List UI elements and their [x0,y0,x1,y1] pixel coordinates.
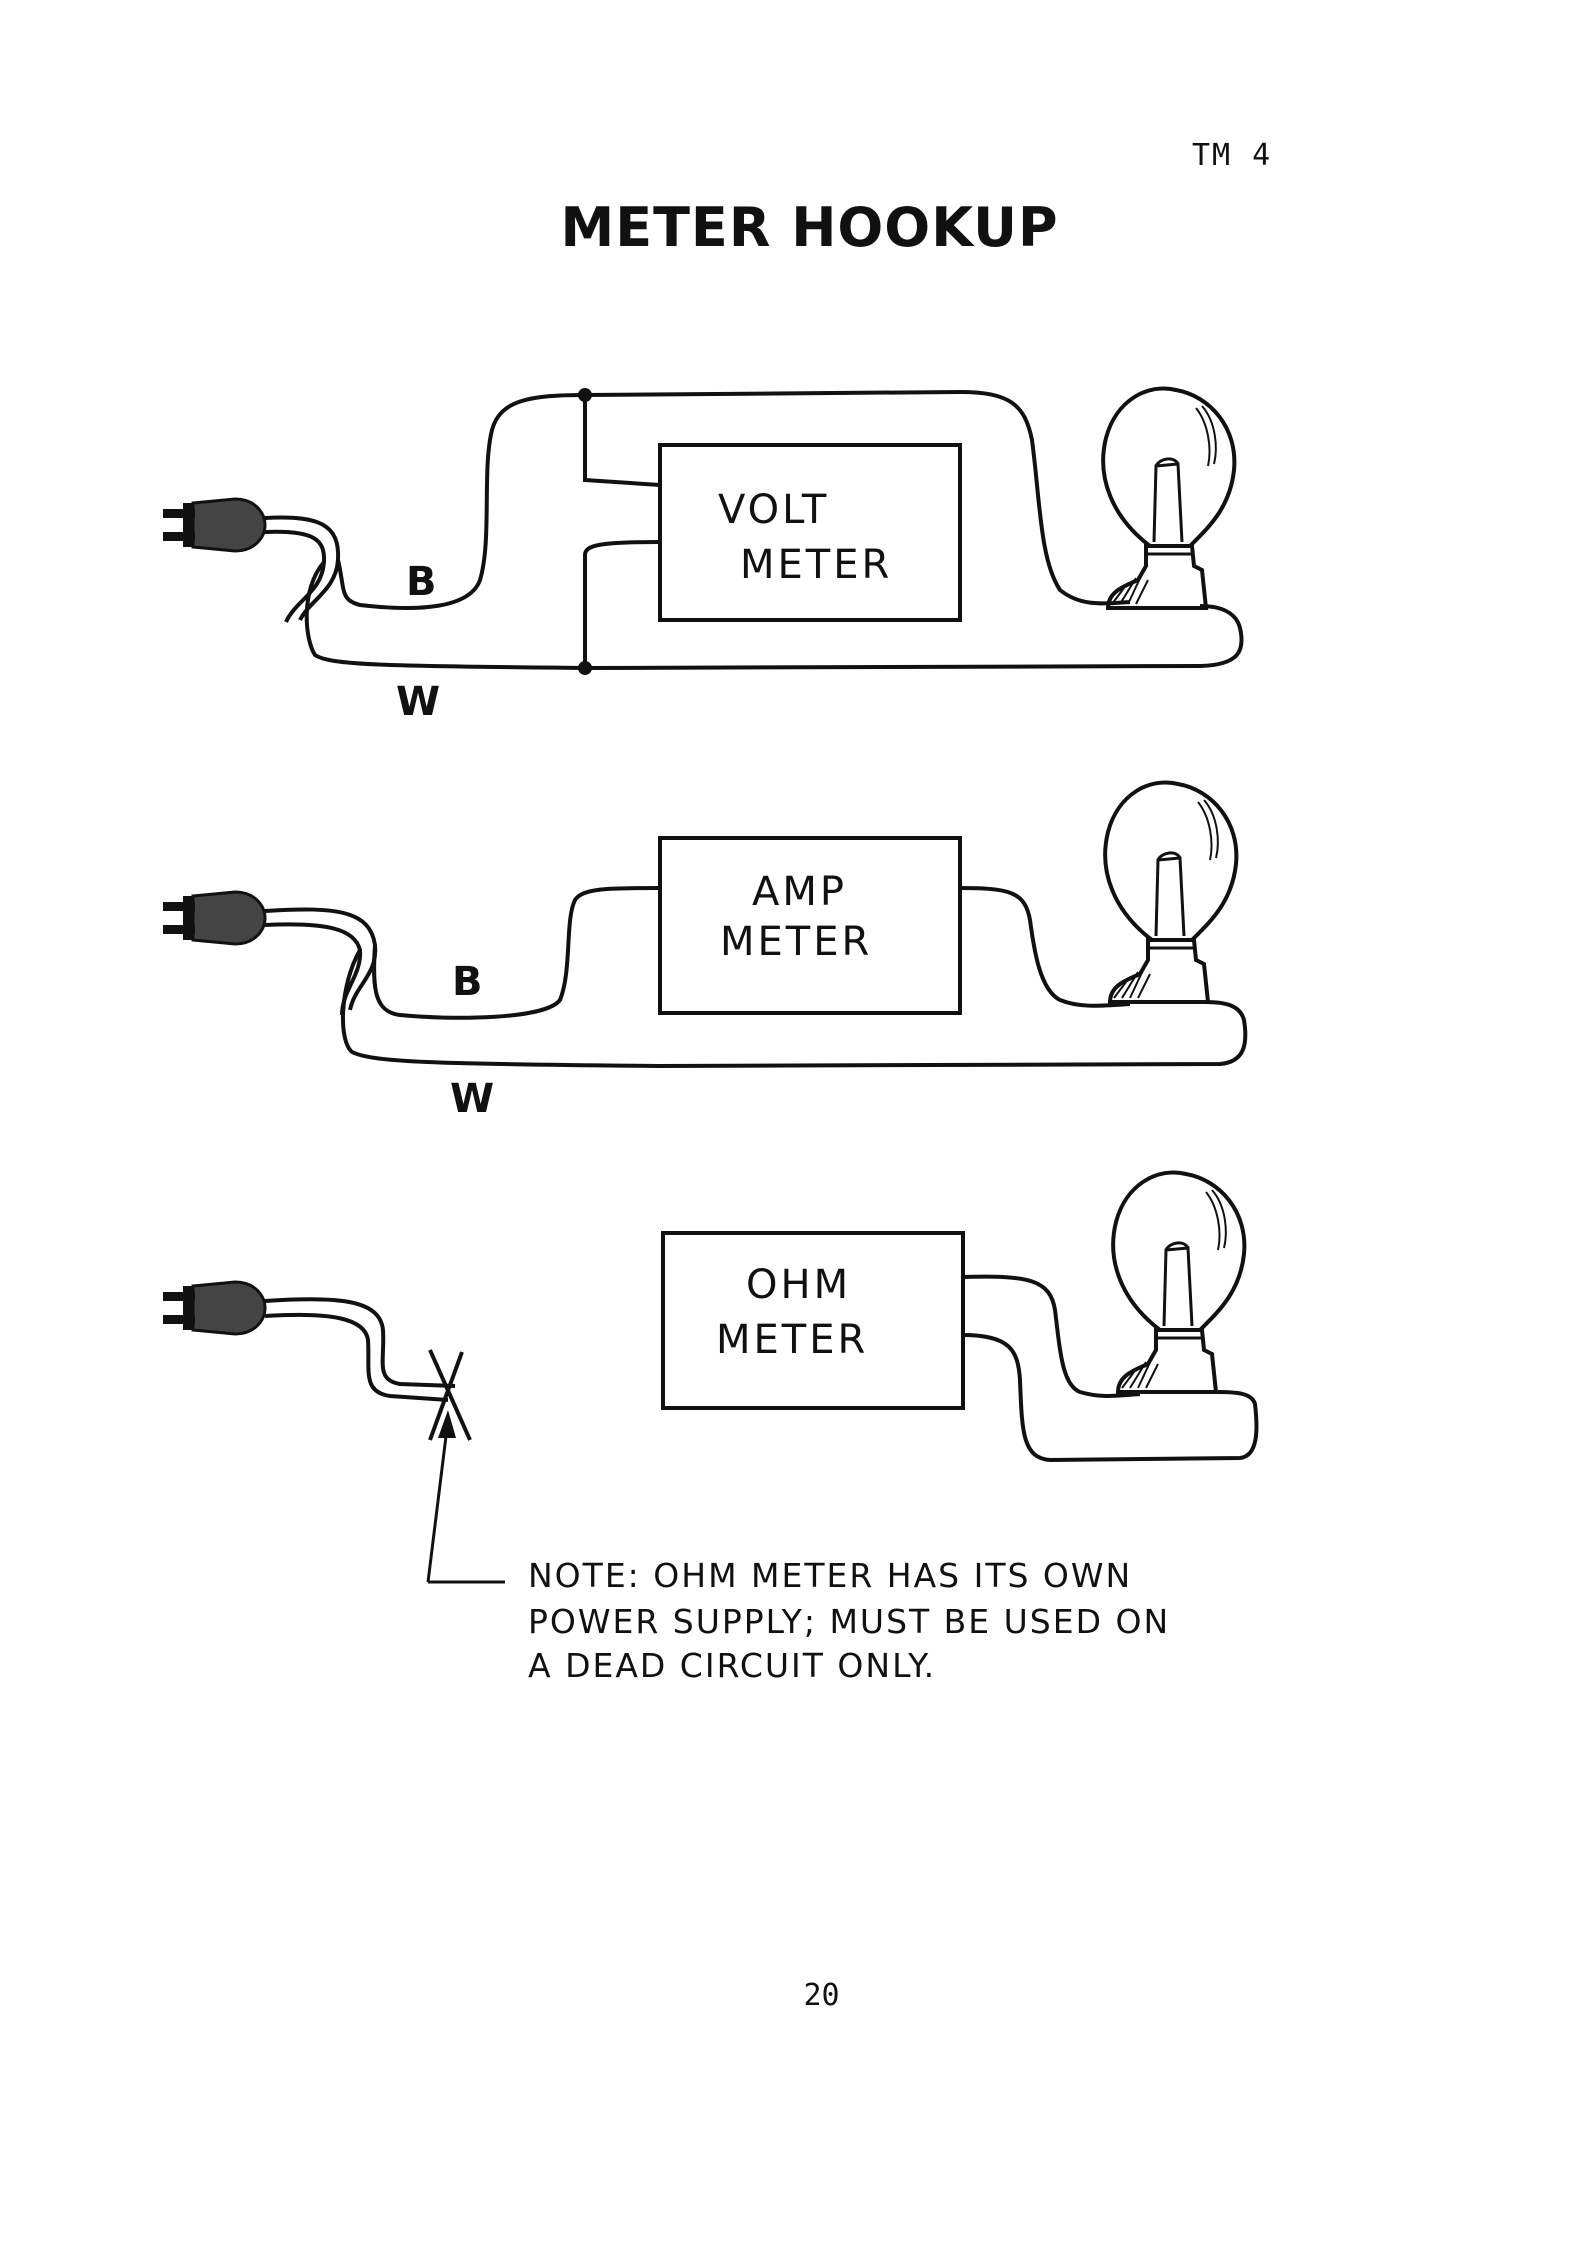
page-title: METER HOOKUP [560,196,1059,259]
amp-meter-diagram: AMP METER B W [161,780,1248,1122]
wire-w-label: W [396,679,440,725]
cut-mark-icon [428,1349,472,1441]
note-line-2: POWER SUPPLY; MUST BE USED ON [528,1602,1171,1641]
wire-b-label: B [452,959,483,1005]
volt-meter-diagram: VOLT METER B W [161,386,1244,725]
ohm-meter-label-line1: OHM [746,1262,851,1308]
wire-w [341,949,1248,1069]
wire-b [372,886,661,1020]
wire-w-label: W [450,1076,494,1122]
ohm-meter-box [661,1231,965,1410]
ohm-meter-label-line2: METER [716,1317,868,1363]
wire-w [304,560,1244,671]
amp-meter-label-line1: AMP [752,869,847,915]
plug-icon [161,497,267,553]
plug-icon [161,1280,267,1336]
volt-meter-label-line1: VOLT [718,487,829,533]
page-id: TM 4 [1192,138,1273,173]
volt-meter-box [658,443,962,622]
volt-meter-label-line2: METER [740,542,892,588]
page-number: 20 [803,1978,840,2013]
light-bulb-icon [1111,1170,1247,1394]
light-bulb-icon [1103,780,1239,1004]
pointer-arrow-icon [426,1419,450,1583]
wire-b [336,389,1131,610]
plug-icon [161,890,267,946]
light-bulb-icon [1101,386,1237,610]
amp-meter-box [658,836,962,1015]
ohm-meter-diagram: OHM METER [161,1170,1259,1584]
note-line-1: NOTE: OHM METER HAS ITS OWN [528,1556,1133,1595]
note-line-3: A DEAD CIRCUIT ONLY. [528,1646,937,1685]
wire-b-label: B [406,559,437,605]
amp-meter-label-line2: METER [720,919,872,965]
